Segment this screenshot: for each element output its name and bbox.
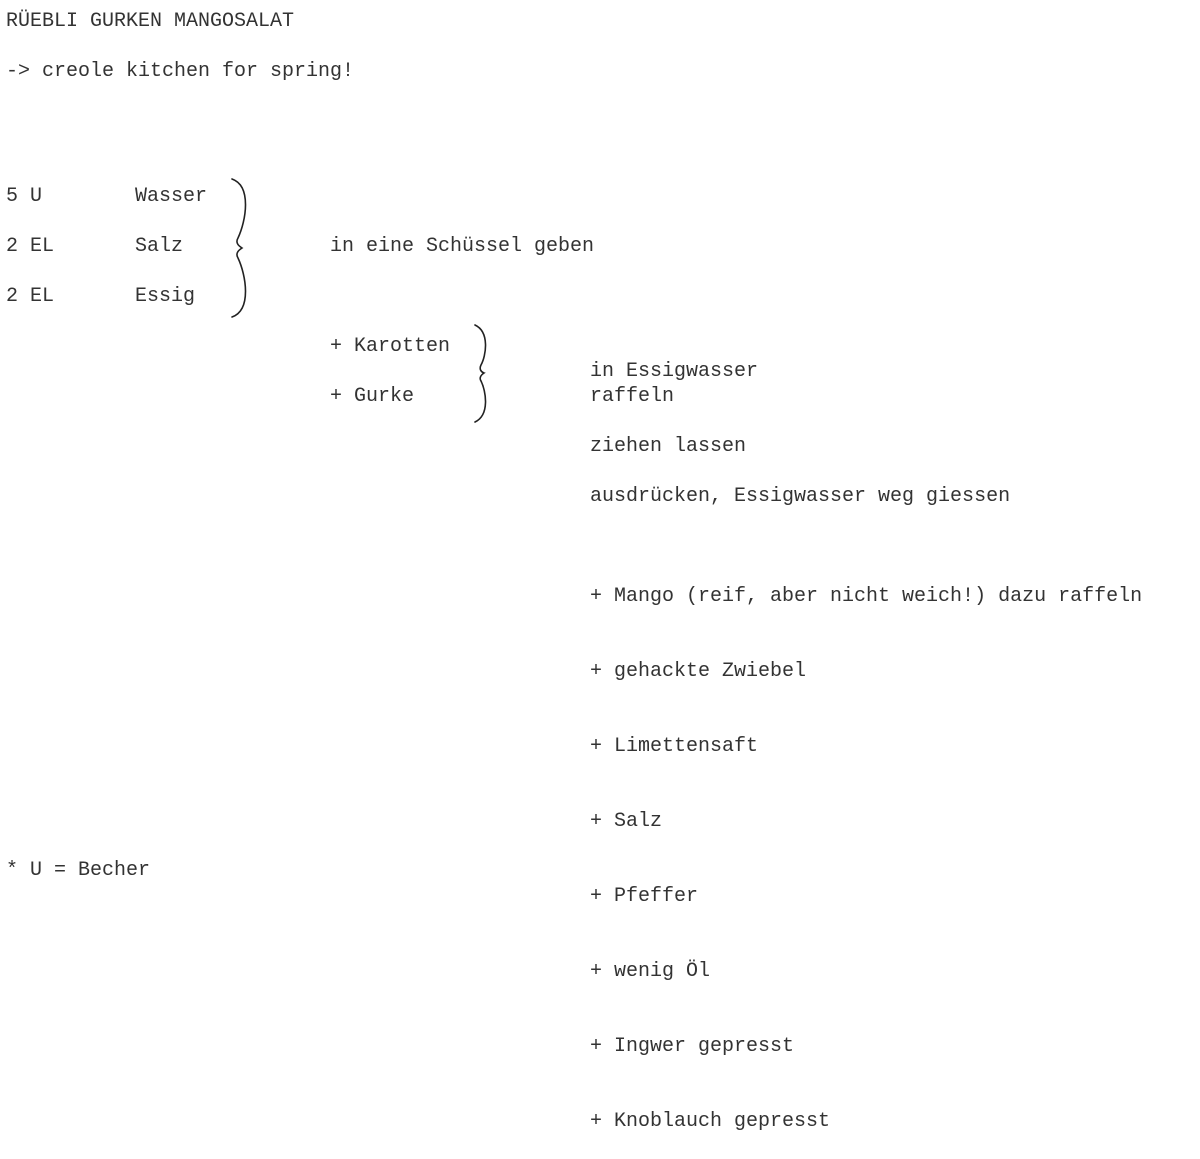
list-item: + Limettensaft (590, 735, 759, 758)
right-brace-2 (474, 324, 487, 423)
list-item: + Ingwer gepresst (590, 1035, 795, 1058)
instruction-schuessel: in eine Schüssel geben (330, 235, 595, 258)
list-item: + gehackte Zwiebel (590, 660, 807, 683)
list-item: + wenig Öl (590, 960, 711, 983)
ingredient-wasser: Wasser (135, 185, 208, 208)
ingredient-karotten: + Karotten (330, 335, 451, 358)
quantity-essig: 2 EL (6, 285, 55, 308)
recipe-subtitle: -> creole kitchen for spring! (6, 60, 355, 83)
step-ausdruecken: ausdrücken, Essigwasser weg giessen (590, 485, 1011, 508)
ingredient-essig: Essig (135, 285, 196, 308)
ingredient-salz: Salz (135, 235, 184, 258)
quantity-salz: 2 EL (6, 235, 55, 258)
recipe-title: RÜEBLI GURKEN MANGOSALAT (6, 10, 295, 33)
quantity-wasser: 5 U (6, 185, 43, 208)
list-item: + Salz (590, 810, 663, 833)
right-brace-1 (231, 178, 247, 318)
instruction-essigwasser: in Essigwasser (590, 360, 759, 383)
additions-list: + Mango (reif, aber nicht weich!) dazu r… (590, 534, 1142, 1159)
step-ziehen-lassen: ziehen lassen (590, 435, 747, 458)
instruction-raffeln: raffeln (590, 385, 675, 408)
footnote: * U = Becher (6, 859, 151, 882)
ingredient-gurke: + Gurke (330, 385, 415, 408)
recipe-document: { "title": "RÜEBLI GURKEN MANGOSALAT", "… (6, 10, 1143, 1133)
list-item: + Knoblauch gepresst (590, 1110, 831, 1133)
list-item: + Mango (reif, aber nicht weich!) dazu r… (590, 585, 1143, 608)
